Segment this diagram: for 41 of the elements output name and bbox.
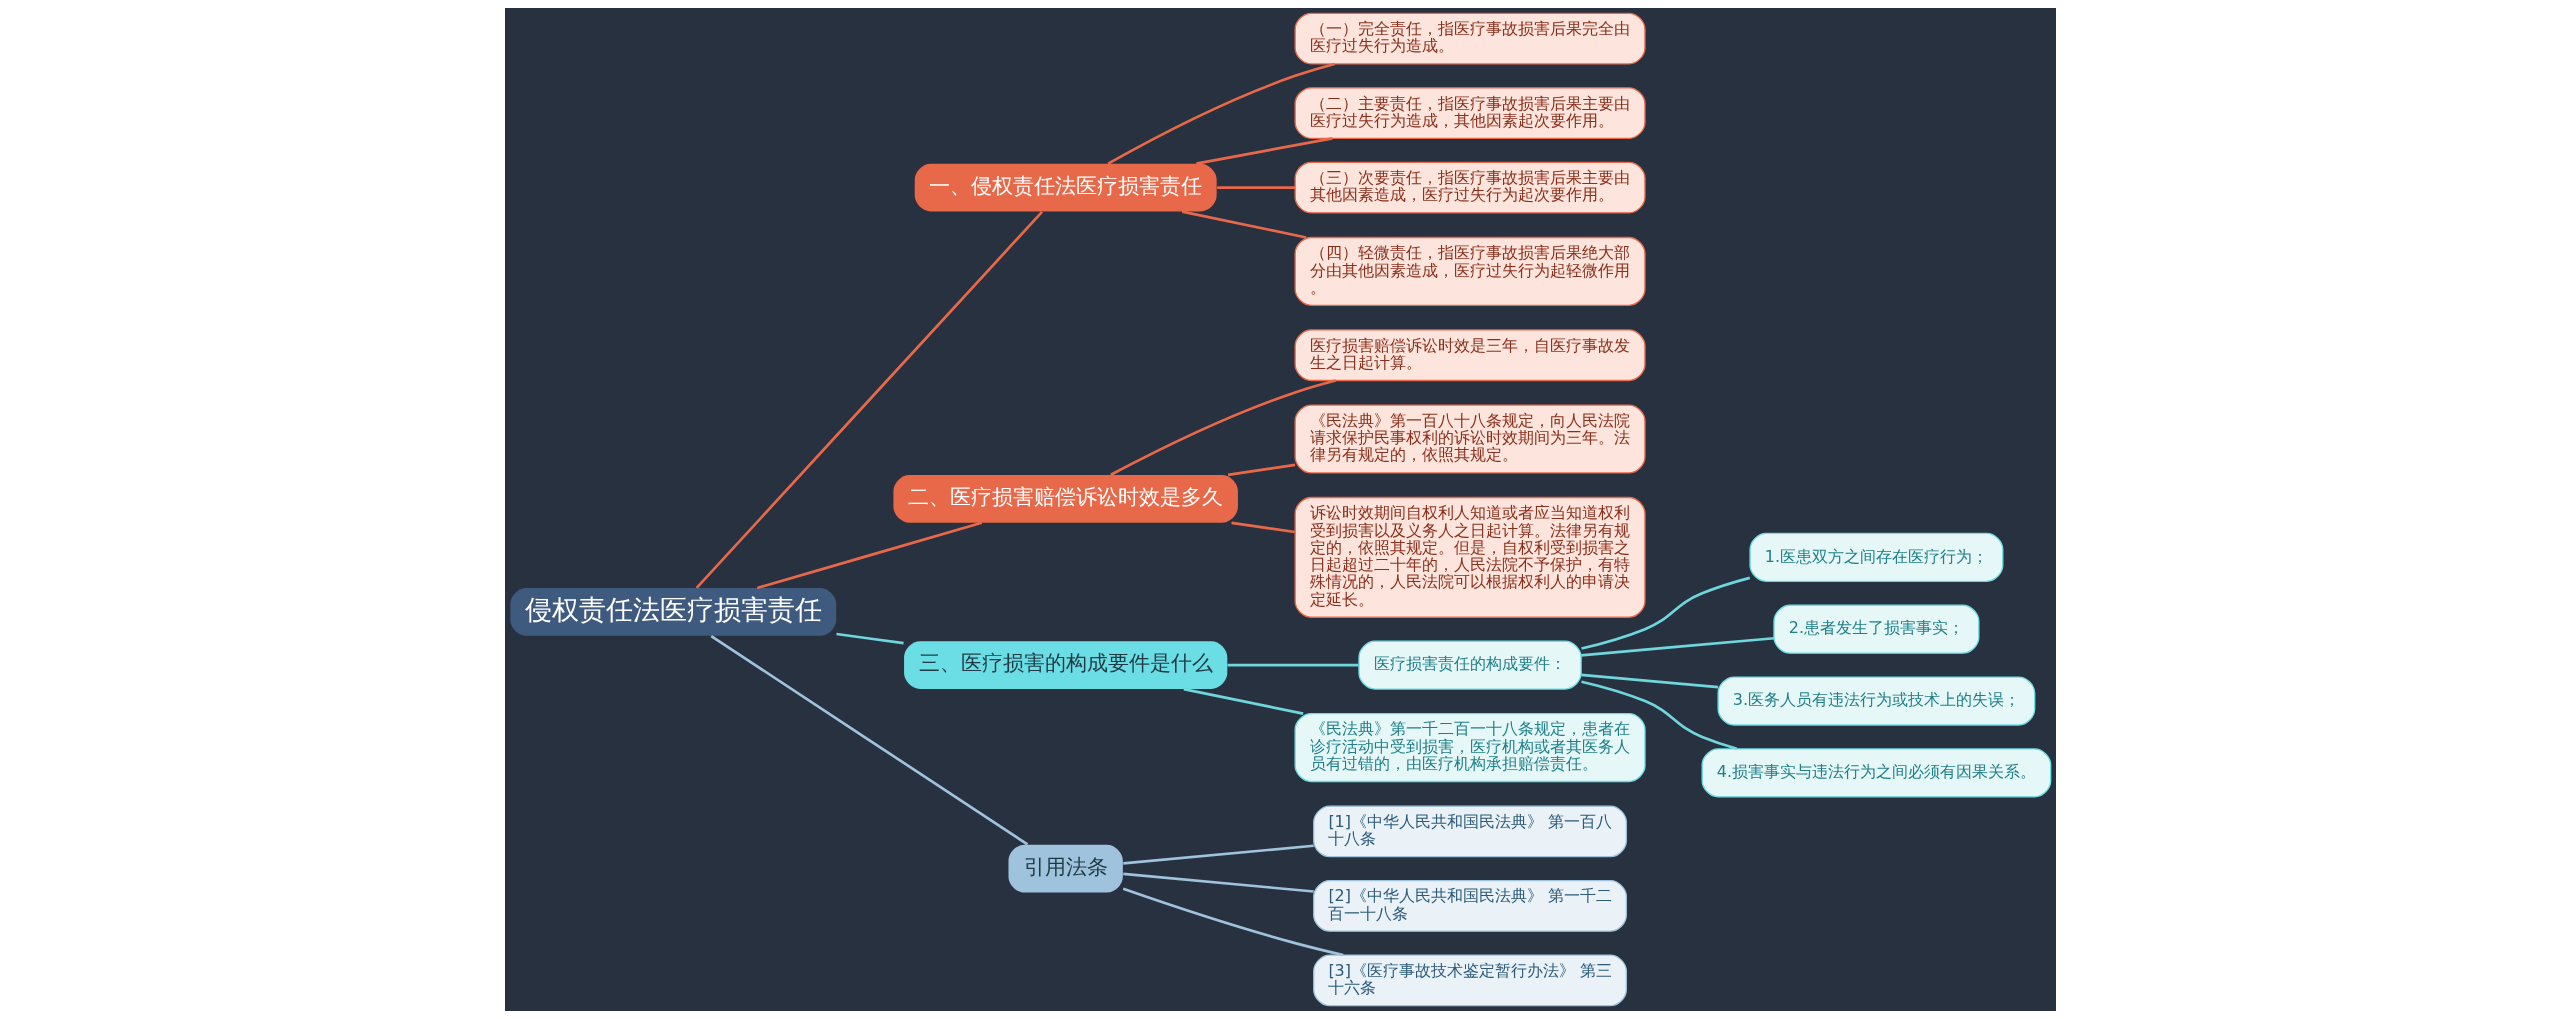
connector <box>1107 62 1335 165</box>
connector <box>1580 636 1774 657</box>
node-box: 引用法条 <box>1008 844 1123 893</box>
node-box: [3]《医疗事故技术鉴定暂行办法》 第三十六条 <box>1312 954 1627 1007</box>
connector <box>1580 673 1718 689</box>
connector <box>1195 137 1333 165</box>
node-box: 3.医务人员有违法行为或技术上的失误； <box>1716 676 2035 726</box>
node-box: [1]《中华人民共和国民法典》 第一百八十八条 <box>1312 805 1627 858</box>
connector <box>1227 663 1358 667</box>
node-box: 2.患者发生了损害事实； <box>1772 604 1979 654</box>
connector <box>756 521 982 590</box>
node-box: 4.损害事实与违法行为之间必须有因果关系。 <box>1701 748 2051 798</box>
node-box: （一）完全责任，指医疗事故损害后果完全由医疗过失行为造成。 <box>1293 12 1646 65</box>
connector <box>1227 463 1295 477</box>
node-box: 《民法典》第一千二百一十八条规定，患者在诊疗活动中受到损害，医疗机构或者其医务人员有过错的，由医疗机构承担赔偿责任。 <box>1293 713 1646 783</box>
connector <box>1182 687 1303 715</box>
node-box: 诉讼时效期间自权利人知道或者应当知道权利受到损害以及义务人之日起计算。法律另有规定的，依照其规定。但是，自权利受到损害之日起超过二十年的，人民法院不予保护，有特殊情况的，人民法院可以根据权利人的申请决定延长。 <box>1293 496 1646 618</box>
connector <box>1216 186 1295 189</box>
connector <box>1580 576 1750 650</box>
node-box: 三、医疗损害的构成要件是什么 <box>903 641 1227 690</box>
node-box: 1.医患双方之间存在医疗行为； <box>1748 532 2003 582</box>
connector <box>1122 887 1343 957</box>
node-box: 一、侵权责任法医疗损害责任 <box>914 163 1217 212</box>
node-box: 侵权责任法医疗损害责任 <box>509 588 836 636</box>
connector <box>1230 521 1295 534</box>
node-box: [2]《中华人民共和国民法典》 第一千二百一十八条 <box>1312 879 1627 932</box>
connector <box>1181 210 1306 239</box>
connector <box>835 632 904 645</box>
connector <box>710 634 1028 846</box>
node-box: 《民法典》第一百八十八条规定，向人民法院请求保护民事权利的诉讼时效期间为三年。法律另有规定的，依照其规定。 <box>1293 404 1646 474</box>
node-box: 二、医疗损害赔偿诉讼时效是多久 <box>892 474 1238 523</box>
node-box: （四）轻微责任，指医疗事故损害后果绝大部分由其他因素造成，医疗过失行为起轻微作用。 <box>1293 236 1646 306</box>
node-box: 医疗损害责任的构成要件： <box>1357 640 1582 690</box>
node-box: 医疗损害赔偿诉讼时效是三年，自医疗事故发生之日起计算。 <box>1293 329 1646 382</box>
connector <box>1109 379 1336 476</box>
node-box: （二）主要责任，指医疗事故损害后果主要由医疗过失行为造成，其他因素起次要作用。 <box>1293 87 1646 140</box>
connector <box>695 210 1043 589</box>
connector <box>1122 844 1314 865</box>
connector <box>1580 680 1737 751</box>
connector <box>1122 872 1314 893</box>
node-box: （三）次要责任，指医疗事故损害后果主要由其他因素造成，医疗过失行为起次要作用。 <box>1293 161 1646 214</box>
